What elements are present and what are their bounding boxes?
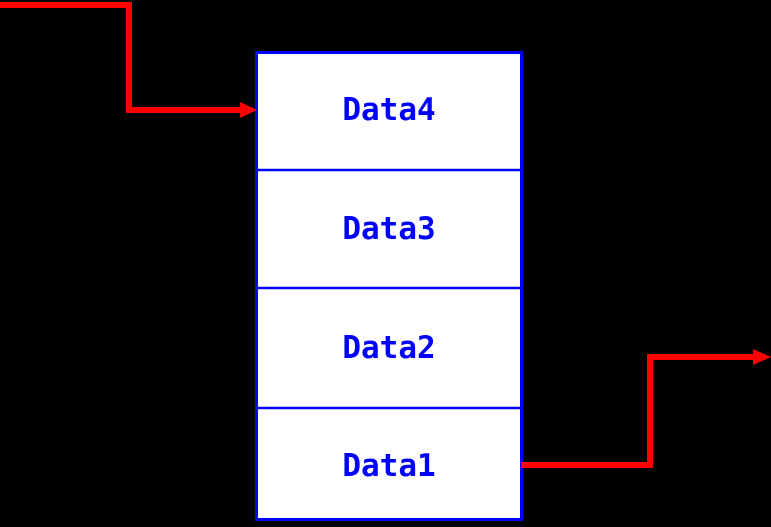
stack-cell-label-2: Data2 (342, 330, 436, 366)
stack-body-fill (256, 52, 522, 520)
pop-arrow-line (521, 354, 761, 468)
pop-arrow-head-icon (753, 349, 771, 365)
push-arrow-head-icon (240, 102, 257, 118)
stack-outer-border (255, 51, 523, 521)
stack-cell-label-3: Data3 (342, 211, 436, 247)
stack-cell-label-1: Data1 (342, 448, 436, 484)
push-arrow-line (0, 2, 248, 113)
stack-cell-label-4: Data4 (342, 92, 436, 128)
